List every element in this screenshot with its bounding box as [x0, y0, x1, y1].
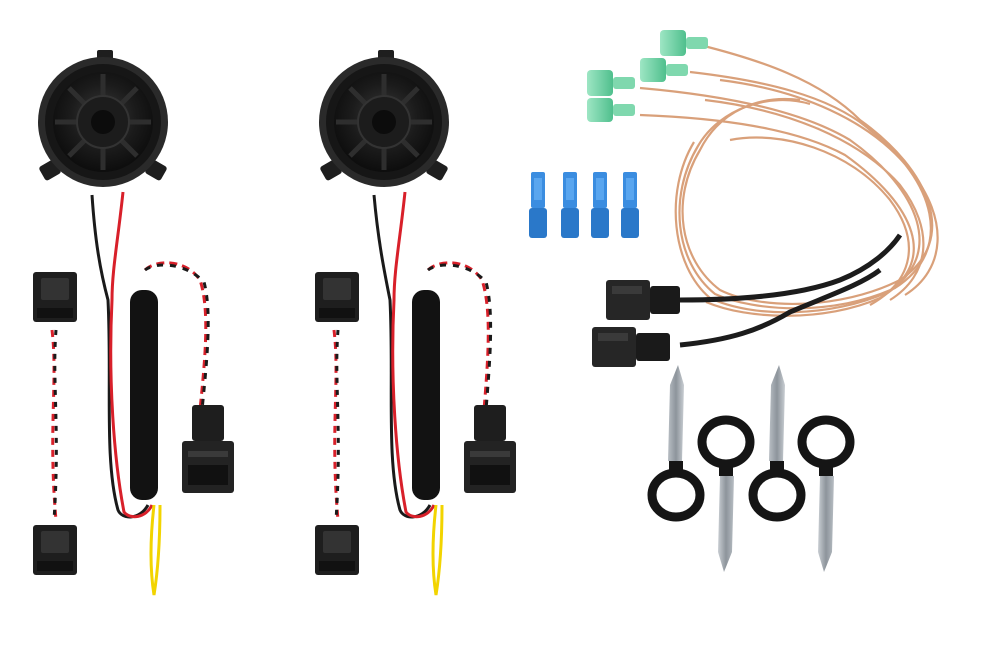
connector-plug-icon — [592, 327, 670, 367]
copper-cable-bundle — [639, 43, 939, 317]
connector-plug-icon — [606, 280, 680, 320]
connector-plug-icon — [315, 525, 359, 575]
wire-tap-icon — [621, 172, 639, 238]
tweeter-harness-right — [315, 50, 516, 596]
connector-plug-icon — [33, 272, 77, 322]
wire-tap-icon — [529, 172, 547, 238]
connector-plug-icon — [315, 272, 359, 322]
inline-filter — [412, 290, 440, 500]
spade-terminal-set — [587, 30, 708, 122]
connector-plug-icon — [33, 525, 77, 575]
wire-tap-icon — [591, 172, 609, 238]
black-sleeve — [679, 233, 903, 348]
tweeter-harness-left — [33, 50, 234, 596]
wire-tap-icon — [561, 172, 579, 238]
inline-filter — [130, 290, 158, 500]
